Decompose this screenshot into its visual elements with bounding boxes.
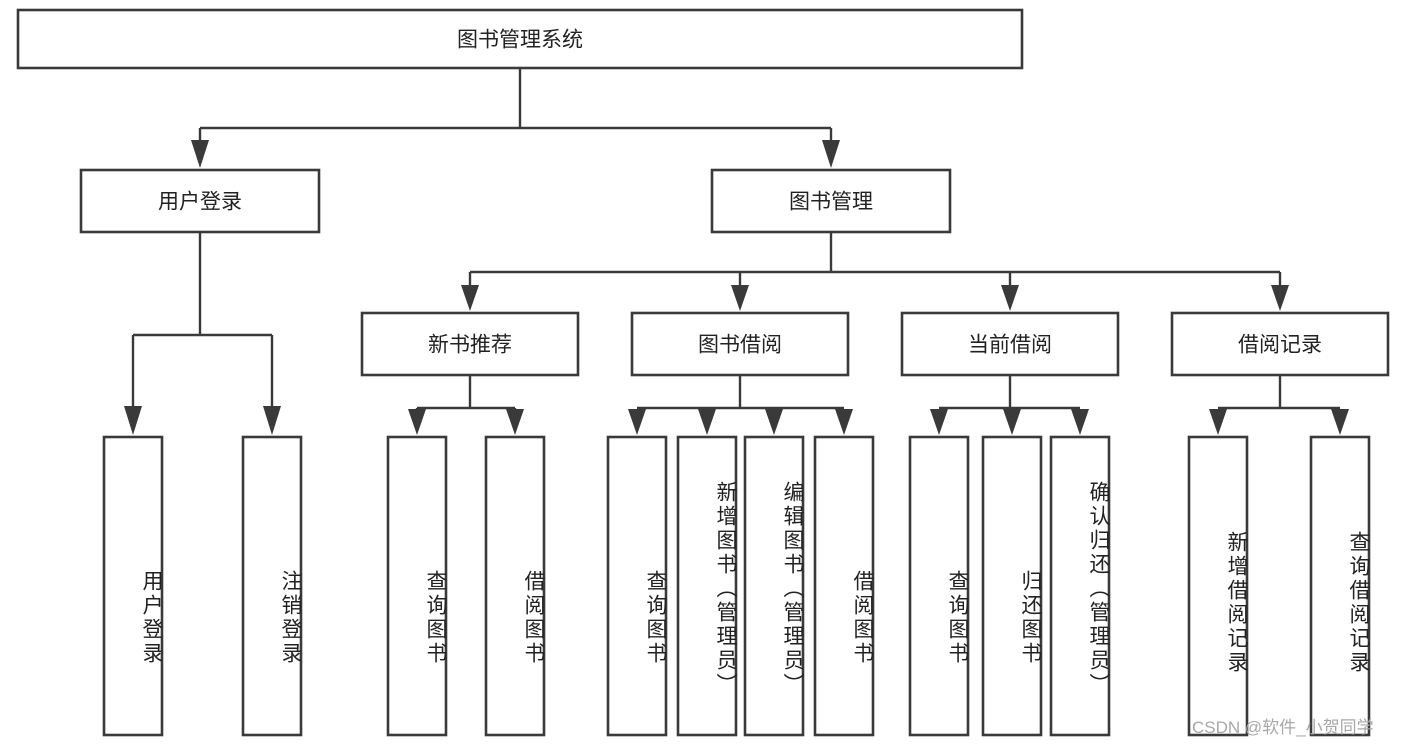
node-user-login-box[interactable] [79, 168, 321, 234]
arrow-head-leaf-query-book-cur [930, 409, 948, 435]
connector-group-book-borrow [628, 375, 853, 435]
leaf-box-borrow-book-rec[interactable] [484, 435, 546, 737]
connector-group-new-book-recommend [408, 375, 524, 435]
arrow-head-leaf-add-book [698, 409, 716, 435]
node-new-book-recommend-box[interactable] [360, 311, 580, 377]
node-book-borrow-label: 图书借阅 [698, 334, 782, 357]
csdn-watermark: CSDN @软件_小贺同学 [1192, 718, 1374, 737]
arrow-head-current-borrow [1001, 285, 1019, 311]
arrow-head-leaf-borrow-book-brw [835, 409, 853, 435]
arrow-head-leaf-query-book-rec [408, 409, 426, 435]
node-root-box[interactable] [16, 8, 1024, 70]
arrow-head-borrow-record [1271, 285, 1289, 311]
node-user-login-label: 用户登录 [158, 191, 242, 214]
arrow-head-book-borrow [731, 285, 749, 311]
connector-group-root [191, 68, 840, 168]
leaf-boxes [102, 435, 1371, 737]
arrow-head-leaf-return-book [1003, 409, 1021, 435]
node-book-manage-label: 图书管理 [789, 191, 873, 214]
arrow-head-leaf-add-borrow-record [1209, 409, 1227, 435]
connector-group-user-login [124, 232, 281, 435]
node-root[interactable]: 图书管理系统 [16, 8, 1024, 70]
node-current-borrow[interactable]: 当前借阅 [900, 311, 1120, 377]
connector-group-current-borrow [930, 375, 1089, 435]
arrow-head-leaf-edit-book [765, 409, 783, 435]
leaf-box-return-book[interactable] [981, 435, 1043, 737]
arrow-head-book-manage [822, 140, 840, 168]
node-book-borrow[interactable]: 图书借阅 [630, 311, 850, 377]
node-current-borrow-label: 当前借阅 [968, 334, 1052, 357]
arrow-head-user-login [191, 140, 209, 168]
leaf-box-query-book-brw[interactable] [606, 435, 668, 737]
node-borrow-record-label: 借阅记录 [1238, 334, 1322, 357]
node-book-manage[interactable]: 图书管理 [710, 168, 952, 234]
leaf-box-confirm-return[interactable] [1049, 435, 1111, 737]
arrow-head-leaf-query-book-brw [628, 409, 646, 435]
arrow-head-leaf-confirm-return [1071, 409, 1089, 435]
node-user-login[interactable]: 用户登录 [79, 168, 321, 234]
arrow-head-leaf-logout [263, 406, 281, 435]
connector-group-borrow-record [1209, 375, 1349, 435]
arrow-head-leaf-borrow-book-rec [506, 409, 524, 435]
leaf-box-query-borrow-record[interactable] [1309, 435, 1371, 737]
arrow-head-leaf-query-borrow-record [1331, 409, 1349, 435]
leaf-box-logout[interactable] [241, 435, 303, 737]
node-book-manage-box[interactable] [710, 168, 952, 234]
leaf-box-query-book-rec[interactable] [386, 435, 448, 737]
connector-group-book-manage [461, 232, 1289, 311]
leaf-box-borrow-book-brw[interactable] [813, 435, 875, 737]
leaf-box-query-book-cur[interactable] [908, 435, 970, 737]
node-borrow-record-box[interactable] [1170, 311, 1390, 377]
leaf-box-add-book[interactable] [676, 435, 738, 737]
node-borrow-record[interactable]: 借阅记录 [1170, 311, 1390, 377]
node-new-book-recommend[interactable]: 新书推荐 [360, 311, 580, 377]
arrow-head-leaf-user-login [124, 406, 142, 435]
leaf-box-user-login[interactable] [102, 435, 164, 737]
node-current-borrow-box[interactable] [900, 311, 1120, 377]
node-root-label: 图书管理系统 [457, 29, 583, 52]
leaf-box-edit-book[interactable] [743, 435, 805, 737]
node-book-borrow-box[interactable] [630, 311, 850, 377]
node-new-book-recommend-label: 新书推荐 [428, 334, 512, 357]
arrow-head-new-book-recommend [461, 285, 479, 311]
leaf-box-add-borrow-record[interactable] [1187, 435, 1249, 737]
